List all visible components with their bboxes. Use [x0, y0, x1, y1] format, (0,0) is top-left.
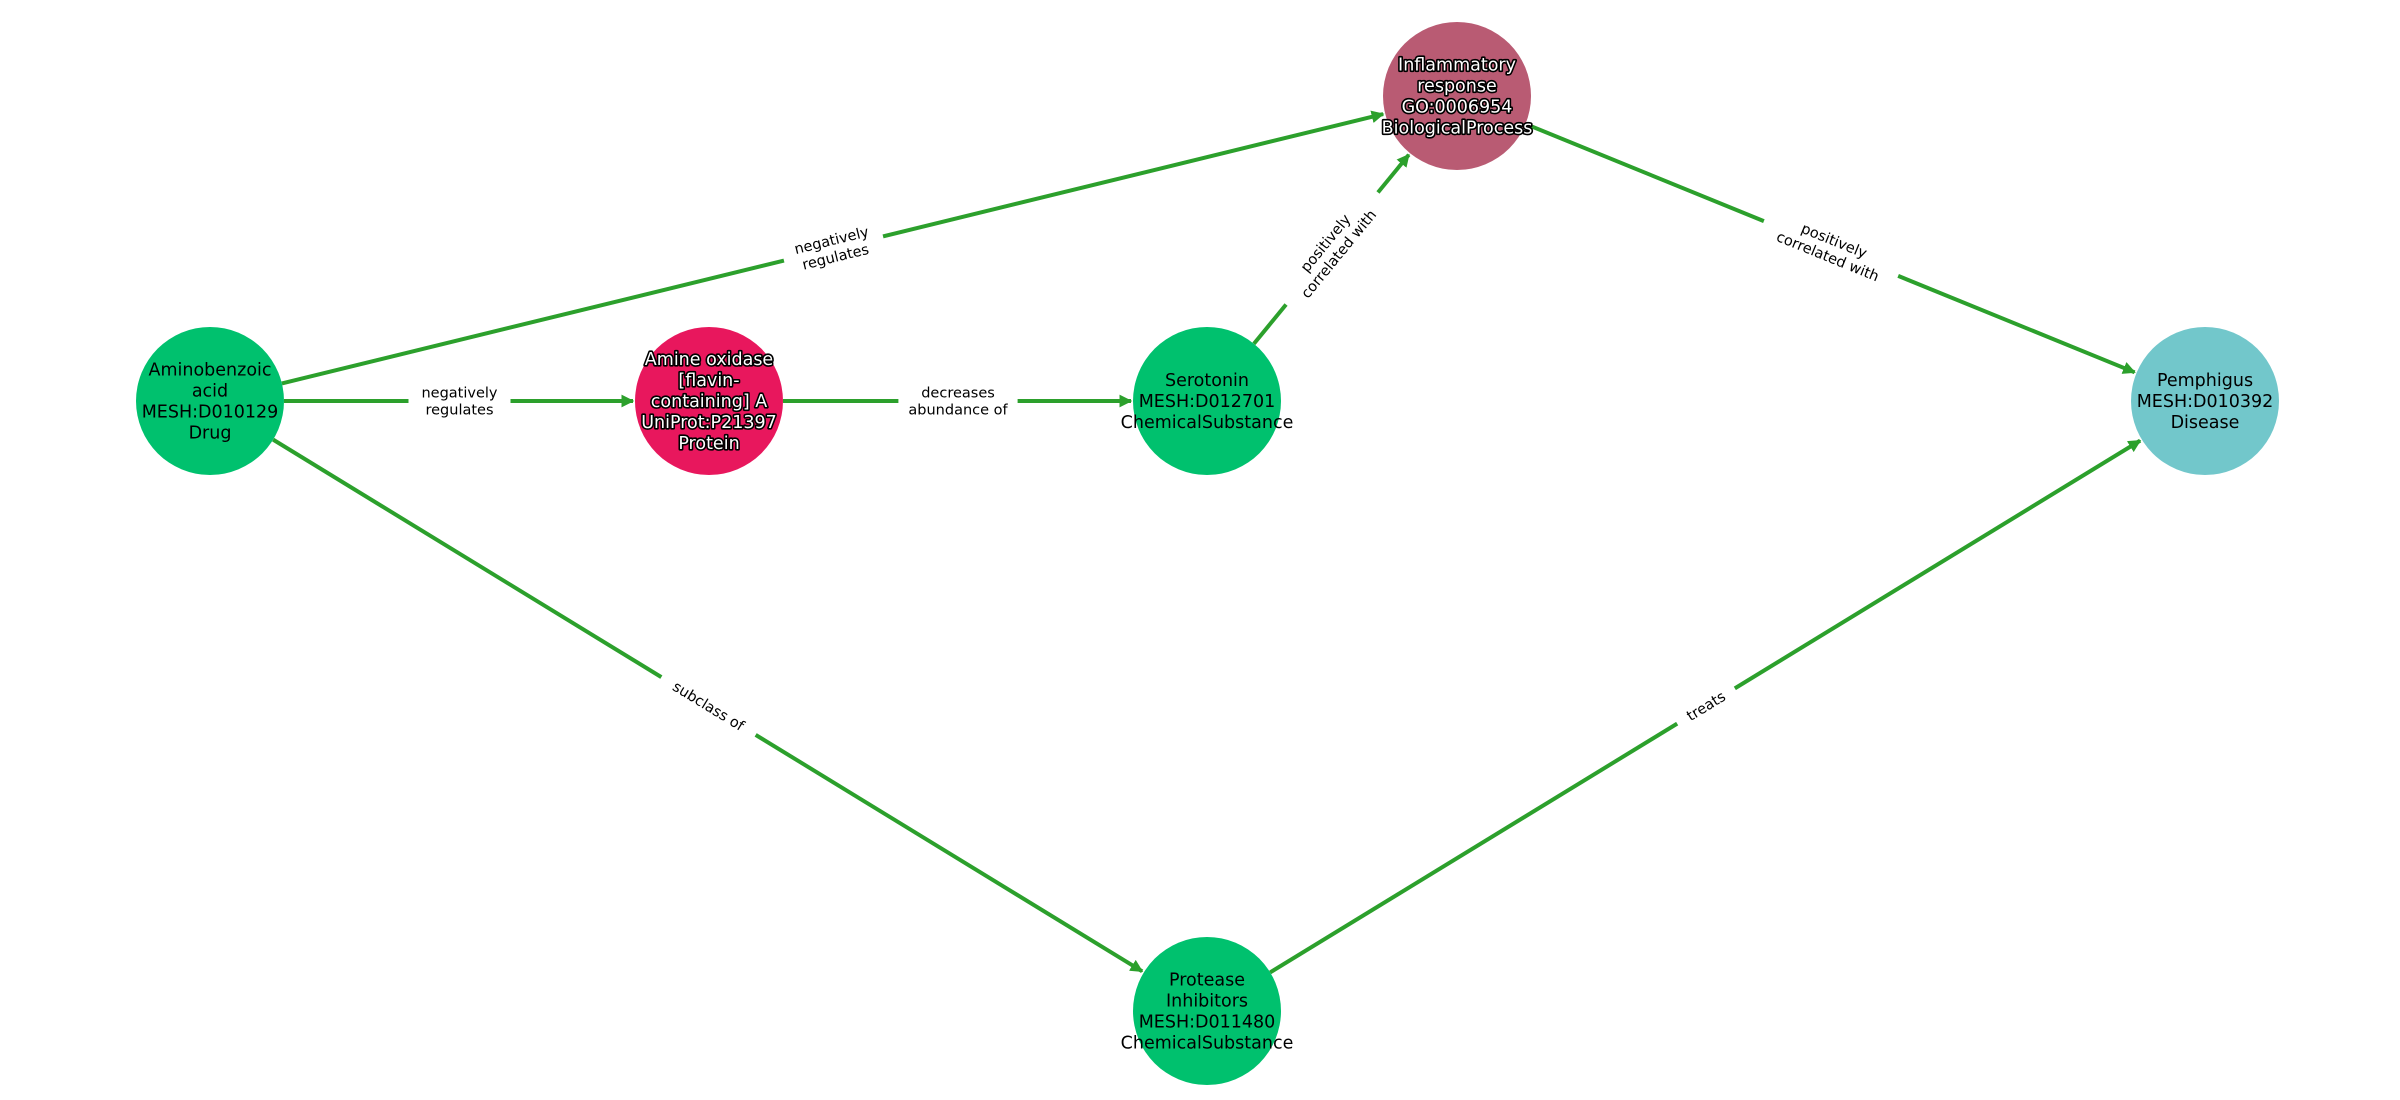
edge-label-background: [1755, 201, 1907, 296]
edge-label-background: [1670, 677, 1742, 735]
node-circle: [1133, 937, 1281, 1085]
node-label-line: MESH:D010129: [142, 403, 279, 423]
node-label-line: containing] A: [651, 392, 767, 412]
node-inflammatory[interactable]: InflammatoryresponseGO:0006954Biological…: [1380, 22, 1534, 170]
node-label-line: response: [1417, 77, 1497, 97]
node-label-line: ChemicalSubstance: [1121, 413, 1294, 433]
node-label-line: Drug: [189, 424, 232, 444]
edge-label-line: negatively: [421, 386, 497, 402]
node-circle: [2131, 327, 2279, 475]
node-amine_oxidase[interactable]: Amine oxidase[flavin-containing] AUniPro…: [635, 327, 783, 475]
node-protease[interactable]: ProteaseInhibitorsMESH:D011480ChemicalSu…: [1121, 937, 1294, 1085]
edge-label-background: [898, 380, 1018, 422]
node-label-line: MESH:D011480: [1139, 1013, 1276, 1033]
node-label-line: Pemphigus: [2157, 371, 2253, 391]
edge-label-line: decreases: [921, 386, 995, 402]
edge-label-background: [408, 380, 511, 422]
node-label-line: Serotonin: [1165, 371, 1249, 391]
node-label-line: Disease: [2171, 413, 2240, 433]
edge-label-background: [1269, 179, 1395, 318]
edge-label-line: regulates: [425, 403, 493, 419]
node-circle: [635, 327, 783, 475]
node-label-line: [flavin-: [678, 371, 739, 391]
node-label-line: BiologicalProcess: [1382, 119, 1533, 139]
node-label-line: UniProt:P21397: [641, 413, 777, 433]
edge-label-line: subclass of: [669, 679, 747, 735]
edge-label-background: [778, 215, 889, 282]
node-label-line: MESH:D012701: [1139, 392, 1276, 412]
edge-label-background: [654, 666, 763, 746]
node-label-line: Amine oxidase: [645, 350, 773, 370]
node-label-line: Protease: [1169, 971, 1245, 991]
node-label-line: MESH:D010392: [2137, 392, 2274, 412]
edge-label-protease-to-pemphigus: treats: [1670, 677, 1742, 735]
node-label-line: Inflammatory: [1398, 56, 1516, 76]
node-label-line: GO:0006954: [1402, 98, 1513, 118]
node-label-line: ChemicalSubstance: [1121, 1034, 1294, 1054]
node-circle: [136, 327, 284, 475]
node-label-line: Aminobenzoic: [148, 361, 271, 381]
node-label-line: Protein: [678, 434, 739, 454]
edge-label-aminobenzoic-to-protease: subclass of: [654, 666, 763, 746]
edge-label-line: abundance of: [908, 403, 1008, 419]
node-label-line: Inhibitors: [1166, 992, 1248, 1012]
node-circle: [1133, 327, 1281, 475]
node-label-line: acid: [192, 382, 228, 402]
node-circle: [1383, 22, 1531, 170]
